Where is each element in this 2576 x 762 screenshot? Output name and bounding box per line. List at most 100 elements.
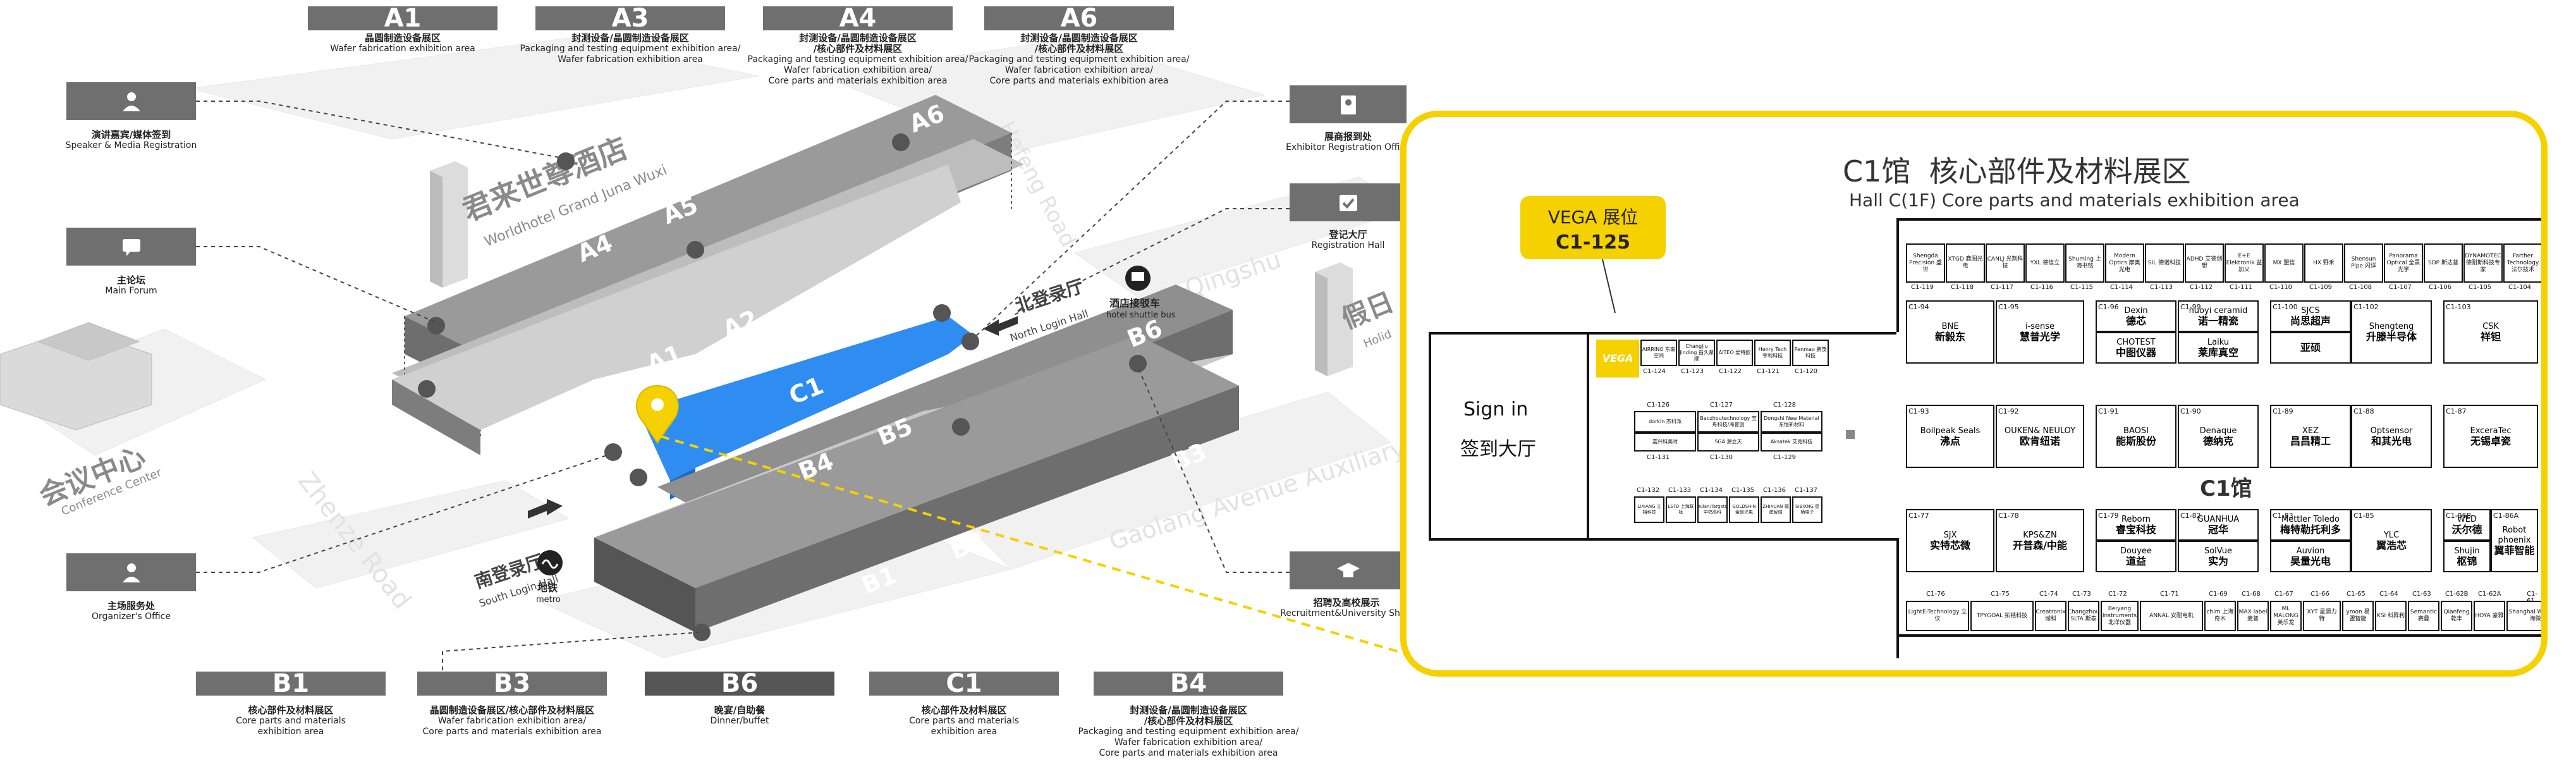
organizer-office-box[interactable] xyxy=(66,553,196,591)
booth-bottom-5[interactable]: Beiyang Instruments 北洋仪器 xyxy=(2101,601,2139,631)
vega-callout[interactable]: VEGA 展位 C1-125 xyxy=(1520,196,1666,259)
booth-cluster-5[interactable]: Penmao 鹏茂科技 xyxy=(1792,340,1829,366)
booth-bottom-13[interactable]: Semantic 赛曼 xyxy=(2408,601,2439,631)
main-forum-box[interactable] xyxy=(66,228,196,266)
booth-cluster-15[interactable]: LIXIANG 立翔科技 xyxy=(1634,496,1664,523)
booth-top-11[interactable]: HX 野禾 xyxy=(2304,243,2343,283)
booth-top-1[interactable]: Shengda Precision 盛世 xyxy=(1906,243,1945,283)
exhibitor-registration-box[interactable] xyxy=(1290,85,1407,123)
booth-bottom-15[interactable]: HOYA 豪雅 xyxy=(2474,601,2505,631)
vega-booth[interactable]: VEGA xyxy=(1596,340,1639,378)
hall-c1-highlight[interactable] xyxy=(638,316,974,481)
bottom-hall-b3-tab[interactable]: B3 xyxy=(417,671,607,696)
booth-bottom-12[interactable]: KSI 科昇利 xyxy=(2375,601,2407,631)
booth-top-num-2: C1-118 xyxy=(1951,284,1974,291)
booth-top-16[interactable]: Farther Technology 法尔技术 xyxy=(2503,243,2541,283)
booth-bottom-2[interactable]: TPYGOAL 拓锆科技 xyxy=(1970,601,2034,631)
booth-top-7[interactable]: SIL 德诺科技 xyxy=(2145,243,2184,283)
booth-bottom-11[interactable]: ymon 易盟智能 xyxy=(2342,601,2374,631)
booth-top-2[interactable]: XTGD 鑫图光电 xyxy=(1946,243,1985,283)
booth-cluster-17[interactable]: Yulan/Targets 中钨高科 xyxy=(1697,496,1728,523)
booth-cluster-19[interactable]: ZHIXUAN 福建智煊 xyxy=(1761,496,1791,523)
speaker-registration-box[interactable] xyxy=(66,82,196,120)
booth-cluster-8[interactable]: Dongshi New Material 东恒新材料 xyxy=(1761,411,1822,433)
recruitment-box[interactable] xyxy=(1290,551,1407,589)
booth-big-8[interactable]: 亚硕 xyxy=(2270,332,2351,364)
booth-cluster-11[interactable]: Aksatek 艾克科技 xyxy=(1761,433,1822,452)
booth-top-10[interactable]: MX 盟信 xyxy=(2264,243,2304,283)
booth-cluster-16[interactable]: LSTD 上海联钛 xyxy=(1666,496,1696,523)
booth-cluster-20[interactable]: SIBIXNG 星栖电子 xyxy=(1792,496,1822,523)
booth-bottom-7[interactable]: chim 上海奇木 xyxy=(2204,601,2236,631)
bottom-hall-c1-tab[interactable]: C1 xyxy=(869,671,1059,696)
booth-top-3[interactable]: CANLJ 光刻科技 xyxy=(1986,243,2025,283)
booth-cluster-4[interactable]: Henry Tech 亨利科技 xyxy=(1754,340,1791,366)
booth-cluster-10[interactable]: SGA 源立天 xyxy=(1697,433,1759,452)
booth-top-5[interactable]: Shuming 上海书铭 xyxy=(2065,243,2104,283)
top-hall-a3-tab[interactable]: A3 xyxy=(535,6,725,31)
booth-bottom-1[interactable]: LightE-Technology 立仪 xyxy=(1906,601,1969,631)
booth-bottom-3[interactable]: Creatronix 诚科 xyxy=(2035,601,2066,631)
booth-bottom-16[interactable]: Shanghai Weiqing 上海微清 xyxy=(2506,601,2541,631)
booth-bottom-10[interactable]: XYT 星源力特 xyxy=(2303,601,2341,631)
bottom-hall-b1-tab[interactable]: B1 xyxy=(196,671,386,696)
bottom-hall-b4-tab[interactable]: B4 xyxy=(1094,671,1283,696)
booth-top-6[interactable]: Modern Optics 摩奥光电 xyxy=(2105,243,2144,283)
booth-cluster-3[interactable]: AITEO 爱特欧 xyxy=(1716,340,1753,366)
vega-logo-text: VEGA xyxy=(1602,352,1633,364)
registration-hall-box[interactable] xyxy=(1290,183,1407,221)
booth-top-13[interactable]: Panorama Optical 全景光学 xyxy=(2384,243,2423,283)
vega-callout-pointer xyxy=(1602,259,1616,314)
booth-bottom-14[interactable]: Qianfeng 乾丰 xyxy=(2441,601,2472,631)
booth-cluster-1[interactable]: AIRRINO 东南空间 xyxy=(1640,340,1677,366)
booth-top-12[interactable]: Shensun Pipe 闪详 xyxy=(2344,243,2383,283)
booth-top-15[interactable]: DYNAMOTEC 德耐斯科技专家 xyxy=(2463,243,2503,283)
bottom-hall-b6-tab[interactable]: B6 xyxy=(645,671,834,696)
vega-location-pin-icon[interactable] xyxy=(636,384,679,444)
booth-cluster-18[interactable]: GOLDSHIN 金是光电 xyxy=(1729,496,1759,523)
booth-top-8[interactable]: ADHD 艾德创想 xyxy=(2185,243,2224,283)
booth-bottom-8[interactable]: MAX label 麦普 xyxy=(2237,601,2269,631)
booth-bottom-4[interactable]: Changzhou SLTA 斯泰 xyxy=(2068,601,2099,631)
booth-cluster-2[interactable]: Changjiu Jinding 昌久鼎顺 xyxy=(1678,340,1715,366)
booth-cluster-9[interactable]: 嘉兴科美时 xyxy=(1634,433,1696,452)
booth-top-4[interactable]: YXL 德信立 xyxy=(2025,243,2065,283)
top-hall-a1-tab[interactable]: A1 xyxy=(308,6,497,31)
booth-cluster-6[interactable]: dorkin 杰科派 xyxy=(1634,411,1696,433)
booth-cluster-7[interactable]: Baozhoutechnology 宝舟科技/海普创 xyxy=(1697,411,1759,433)
top-hall-a6-tab[interactable]: A6 xyxy=(984,6,1174,31)
booth-top-9[interactable]: E+E Elektronik 益加义 xyxy=(2225,243,2264,283)
booth-bottom-9[interactable]: ML MALONG 美乐龙 xyxy=(2270,601,2302,631)
top-hall-a4-tab[interactable]: A4 xyxy=(763,6,953,31)
booth-bottom-6[interactable]: ANNAL 安耐电机 xyxy=(2140,601,2203,631)
booth-top-14[interactable]: SDP 斯达普 xyxy=(2424,243,2463,283)
